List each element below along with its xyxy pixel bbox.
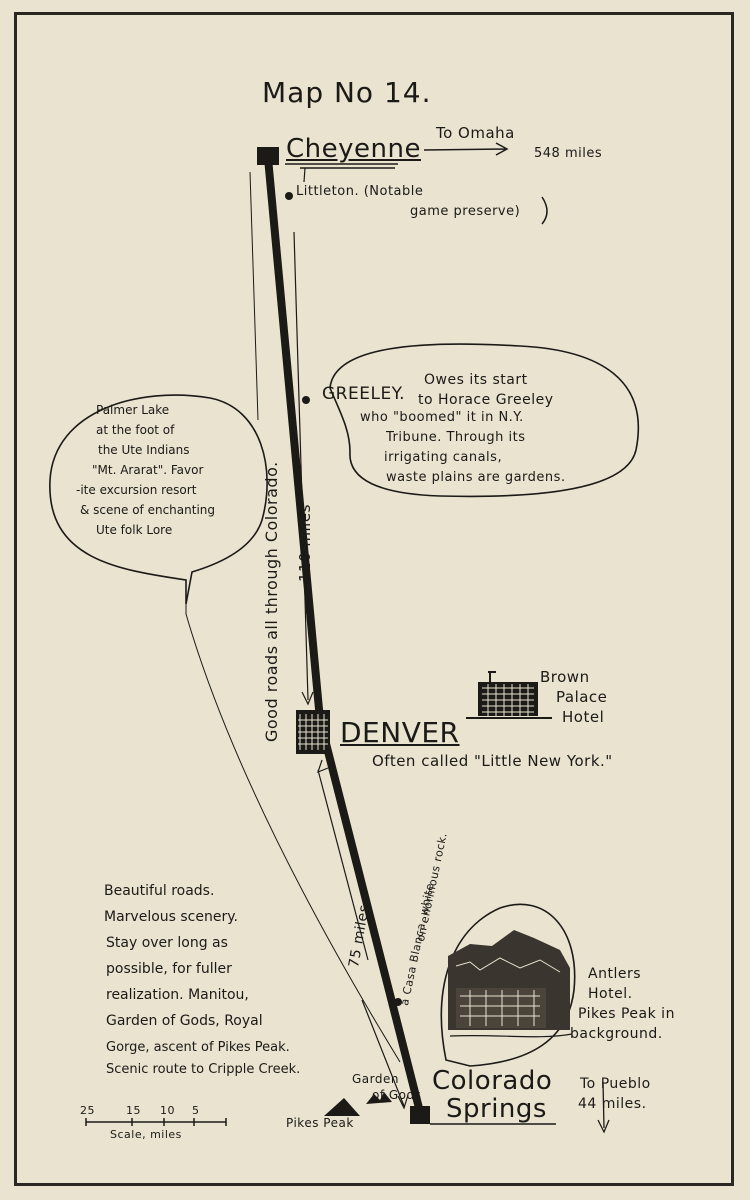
map-title: Map No 14. <box>262 76 432 109</box>
scale-label: Scale, miles <box>110 1128 182 1141</box>
springs-note-line2: Marvelous scenery. <box>104 909 238 925</box>
greeley-note-line2: to Horace Greeley <box>418 392 554 408</box>
palmer-pointer <box>185 600 401 1063</box>
antlers-line1: Antlers <box>588 966 641 982</box>
city-colorado-springs-line2: Springs <box>446 1094 547 1124</box>
littleton-dot <box>285 192 293 200</box>
springs-note-line1: Beautiful roads. <box>104 883 215 899</box>
springs-note-line7: Gorge, ascent of Pikes Peak. <box>106 1040 290 1055</box>
route-line <box>264 154 424 1116</box>
greeley-note-line6: waste plains are gardens. <box>386 470 566 485</box>
miles-110-label: 110 miles <box>296 504 314 582</box>
antlers-line2: Hotel. <box>588 986 633 1002</box>
denver-marker <box>296 710 330 754</box>
brown-palace-line3: Hotel <box>562 708 605 726</box>
scale-tick-5: 5 <box>192 1104 200 1117</box>
to-pueblo-line1: To Pueblo <box>580 1076 651 1092</box>
palmer-bubble <box>49 394 268 605</box>
greeley-note-line4: Tribune. Through its <box>386 430 526 445</box>
springs-marker <box>410 1106 430 1124</box>
springs-note-line3: Stay over long as <box>106 935 228 951</box>
good-roads-line <box>249 171 259 421</box>
omaha-miles-label: 548 miles <box>534 146 603 161</box>
littleton-note: game preserve) <box>410 204 521 219</box>
city-denver: DENVER <box>340 716 460 749</box>
scale-tick-25: 25 <box>80 1104 95 1117</box>
pueblo-arrow <box>597 1081 610 1134</box>
good-roads-label: Good roads all through Colorado. <box>262 461 281 742</box>
garden-of-gods-line2: of Gods <box>372 1088 422 1102</box>
palmer-note-line7: Ute folk Lore <box>96 523 173 537</box>
scale-tick-15: 15 <box>126 1104 141 1117</box>
springs-note-line8: Scenic route to Cripple Creek. <box>106 1062 301 1077</box>
greeley-label: GREELEY. <box>322 384 406 404</box>
brown-palace-line2: Palace <box>556 688 608 706</box>
palmer-note-line2: at the foot of <box>96 423 175 437</box>
springs-note-line6: Garden of Gods, Royal <box>106 1013 263 1029</box>
greeley-dot <box>302 396 310 404</box>
springs-note-line5: realization. Manitou, <box>106 987 249 1003</box>
garden-rock-icon <box>366 1092 392 1104</box>
brown-palace-hotel-icon <box>466 671 552 719</box>
greeley-note-line3: who "boomed" it in N.Y. <box>360 410 524 425</box>
antlers-line3: Pikes Peak in <box>578 1006 675 1022</box>
to-omaha-label: To Omaha <box>436 124 515 142</box>
antlers-line4: background. <box>570 1026 663 1042</box>
palmer-note-line4: "Mt. Ararat". Favor <box>92 463 204 477</box>
palmer-note-line5: -ite excursion resort <box>76 483 197 497</box>
pikes-peak-icon <box>324 1098 360 1116</box>
scale-tick-10: 10 <box>160 1104 175 1117</box>
springs-note-line4: possible, for fuller <box>106 961 232 977</box>
arrow-75 <box>317 759 409 1110</box>
palmer-note-line6: & scene of enchanting <box>80 503 215 517</box>
arrow-110 <box>293 231 314 706</box>
greeley-bubble <box>329 343 640 498</box>
greeley-note-line5: irrigating canals, <box>384 450 503 465</box>
greeley-note-line1: Owes its start <box>424 372 528 388</box>
brown-palace-line1: Brown <box>540 668 590 686</box>
casa-blanca-dot <box>394 998 402 1006</box>
city-cheyenne: Cheyenne <box>286 134 421 164</box>
garden-of-gods-line1: Garden <box>352 1072 399 1086</box>
scale-bar <box>85 1118 227 1126</box>
to-pueblo-line2: 44 miles. <box>578 1096 647 1112</box>
littleton-label: Littleton. (Notable <box>296 184 424 199</box>
palmer-note-line3: the Ute Indians <box>98 443 190 457</box>
denver-note: Often called "Little New York." <box>372 752 613 770</box>
palmer-note-line1: Palmer Lake <box>96 403 170 417</box>
city-colorado-springs-line1: Colorado <box>432 1066 553 1096</box>
omaha-arrow <box>423 142 509 156</box>
pikes-peak-label: Pikes Peak <box>286 1116 354 1130</box>
cheyenne-marker <box>257 147 279 165</box>
antlers-vignette <box>440 903 576 1067</box>
map-frame <box>14 12 734 1186</box>
